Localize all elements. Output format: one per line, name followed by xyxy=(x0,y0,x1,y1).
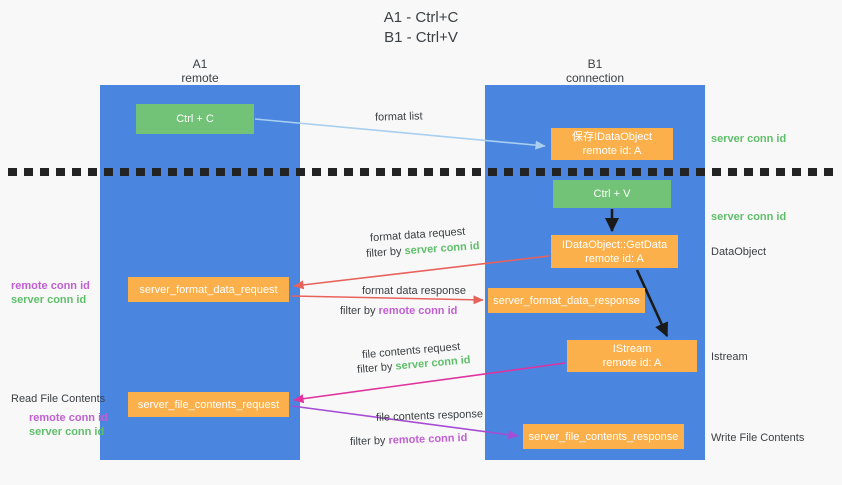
lane-a1-name: A1 xyxy=(192,57,208,71)
phase-divider-dashed-line xyxy=(8,168,834,176)
node-server-file-contents-request-label: server_file_contents_request xyxy=(137,398,280,411)
filter-prefix: filter by xyxy=(356,360,397,376)
edge-label-format-list: format list xyxy=(374,110,423,124)
node-save-idataobject[interactable]: 保存IDataObject remote id: A xyxy=(551,128,673,160)
lane-b1-role: connection xyxy=(565,71,625,85)
edge-label-format-data-response: format data response xyxy=(362,285,466,297)
annotation-conn-ids-lower: remote conn id server conn id xyxy=(29,411,108,439)
annotation-server-conn-id-mid: server conn id xyxy=(711,211,787,223)
node-istream-label: IStream xyxy=(612,343,652,355)
edge-label-format-data-response-filter: filter by remote conn id xyxy=(340,304,457,319)
filter-prefix: filter by xyxy=(340,305,379,317)
filter-prefix: filter by xyxy=(349,434,389,449)
node-server-format-data-response-label: server_format_data_response xyxy=(493,294,640,307)
node-server-format-data-response[interactable]: server_format_data_response xyxy=(488,288,645,313)
annotation-server-conn-id: server conn id xyxy=(11,294,87,306)
node-idataobject-getdata-label: IDataObject::GetData xyxy=(561,238,668,251)
annotation-remote-conn-id: remote conn id xyxy=(11,280,90,292)
node-server-file-contents-response[interactable]: server_file_contents_response xyxy=(523,424,684,449)
filter-value-server-conn-id: server conn id xyxy=(404,240,480,258)
filter-value-remote-conn-id: remote conn id xyxy=(378,305,458,317)
annotation-write-file-contents: Write File Contents xyxy=(711,432,805,444)
node-istream[interactable]: IStream remote id: A xyxy=(567,340,697,372)
node-ctrl-v[interactable]: Ctrl + V xyxy=(553,180,671,208)
node-ctrl-c[interactable]: Ctrl + C xyxy=(136,104,254,134)
node-save-idataobject-label: 保存IDataObject xyxy=(571,131,653,143)
node-istream-remote-id: remote id: A xyxy=(602,357,662,369)
node-ctrl-v-label: Ctrl + V xyxy=(593,188,631,200)
lane-header-b1: B1 connection xyxy=(485,57,705,85)
node-server-file-contents-request[interactable]: server_file_contents_request xyxy=(128,392,289,417)
node-idataobject-getdata-remote-id: remote id: A xyxy=(585,252,644,265)
node-server-format-data-request[interactable]: server_format_data_request xyxy=(128,277,289,302)
annotation-server-conn-id: server conn id xyxy=(29,426,105,438)
title-line-1: A1 - Ctrl+C xyxy=(383,9,459,26)
title-line-2: B1 - Ctrl+V xyxy=(384,29,458,46)
annotation-server-conn-id-top: server conn id xyxy=(711,133,787,145)
edge-label-file-contents-response: file contents response xyxy=(375,408,484,424)
filter-prefix: filter by xyxy=(365,245,405,260)
node-ctrl-c-label: Ctrl + C xyxy=(176,113,214,125)
node-save-idataobject-remote-id: remote id: A xyxy=(582,145,642,157)
filter-value-remote-conn-id: remote conn id xyxy=(388,431,468,447)
annotation-remote-conn-id: remote conn id xyxy=(29,412,108,424)
lane-a1-role: remote xyxy=(181,71,219,85)
annotation-istream: Istream xyxy=(711,351,748,363)
edge-label-file-contents-response-filter: filter by remote conn id xyxy=(350,431,468,450)
node-idataobject-getdata[interactable]: IDataObject::GetData remote id: A xyxy=(551,235,678,268)
lane-header-a1: A1 remote xyxy=(100,57,300,85)
annotation-read-file-contents: Read File Contents xyxy=(11,393,106,405)
node-server-format-data-request-label: server_format_data_request xyxy=(139,283,278,296)
annotation-conn-ids-middle: remote conn id server conn id xyxy=(11,279,90,307)
lane-b1-name: B1 xyxy=(587,57,603,71)
diagram-title: A1 - Ctrl+C B1 - Ctrl+V xyxy=(0,8,842,48)
annotation-dataobject: DataObject xyxy=(711,246,767,258)
node-server-file-contents-response-label: server_file_contents_response xyxy=(528,430,679,443)
